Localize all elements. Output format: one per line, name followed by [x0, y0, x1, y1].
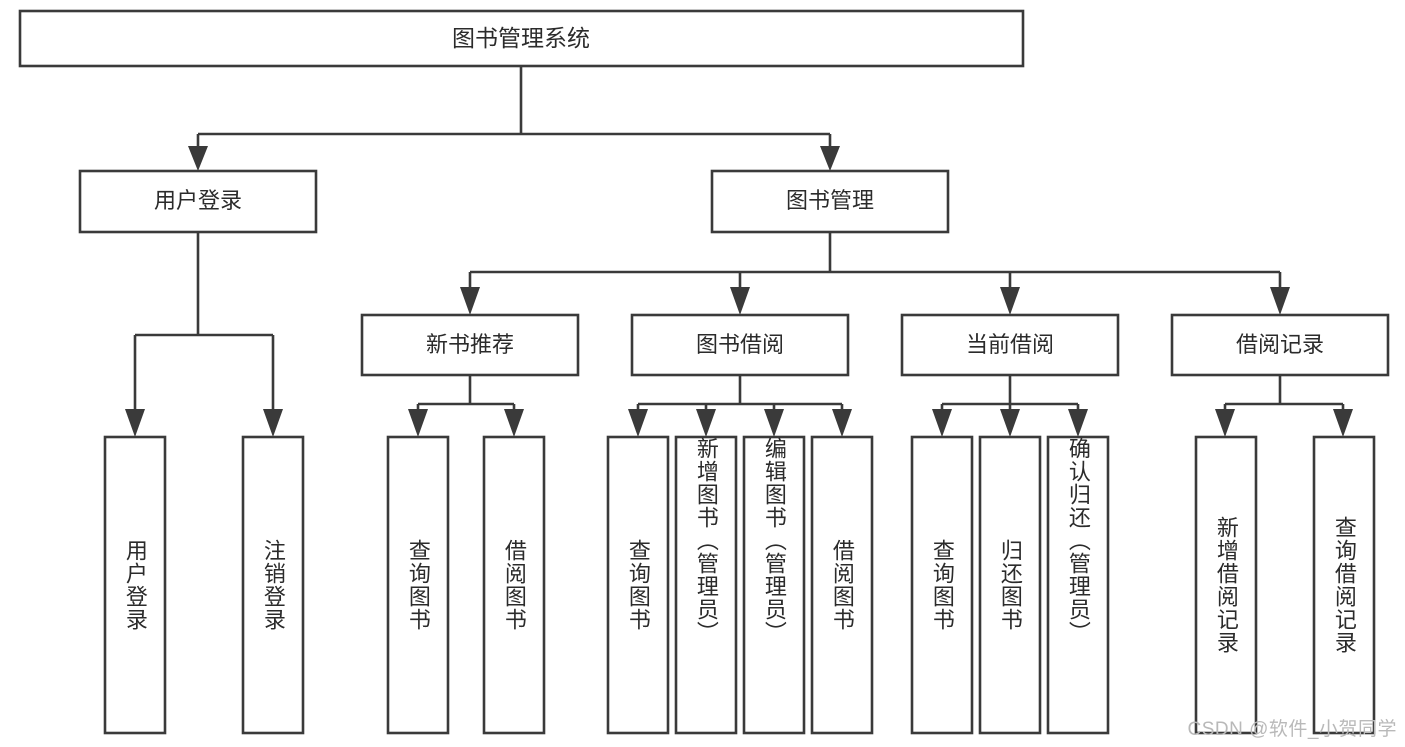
watermark-text: CSDN @软件_小贺同学	[1187, 719, 1397, 740]
arrow-head-leaf-query-book-3	[932, 409, 952, 437]
arrow-head-leaf-query-record	[1333, 409, 1353, 437]
node-borrow-record[interactable]	[1170, 313, 1390, 377]
arrow-head-book-borrow	[730, 287, 750, 315]
node-root[interactable]	[18, 9, 1025, 68]
node-leaf-logout[interactable]	[241, 435, 305, 735]
arrow-head-leaf-borrow-book-2	[832, 409, 852, 437]
node-leaf-confirm-return[interactable]	[1046, 435, 1110, 735]
node-root-label: 图书管理系统	[452, 25, 590, 51]
node-leaf-add-record[interactable]	[1194, 435, 1258, 735]
node-leaf-user-login[interactable]	[103, 435, 167, 735]
node-leaf-add-book[interactable]	[674, 435, 738, 735]
node-user-login[interactable]	[78, 169, 318, 234]
node-leaf-query-book-2[interactable]	[606, 435, 670, 735]
node-leaf-query-book-1[interactable]	[386, 435, 450, 735]
arrow-head-leaf-confirm-return	[1068, 409, 1088, 437]
connector-layer	[125, 66, 1353, 437]
node-leaf-borrow-book-2[interactable]	[810, 435, 874, 735]
node-book-borrow[interactable]	[630, 313, 850, 377]
node-book-borrow-label: 图书借阅	[696, 332, 784, 357]
arrow-head-leaf-add-record	[1215, 409, 1235, 437]
arrow-head-leaf-logout	[263, 409, 283, 437]
arrow-head-new-book-recommend	[460, 287, 480, 315]
node-leaf-query-book-3[interactable]	[910, 435, 974, 735]
node-user-login-label: 用户登录	[154, 188, 242, 213]
node-current-borrow-label: 当前借阅	[966, 332, 1054, 357]
node-leaf-borrow-book-1[interactable]	[482, 435, 546, 735]
arrow-head-leaf-user-login	[125, 409, 145, 437]
arrow-head-current-borrow	[1000, 287, 1020, 315]
arrow-head-leaf-add-book	[696, 409, 716, 437]
node-new-book-recommend[interactable]	[360, 313, 580, 377]
node-leaf-edit-book[interactable]	[742, 435, 806, 735]
arrow-head-leaf-return-book	[1000, 409, 1020, 437]
node-current-borrow[interactable]	[900, 313, 1120, 377]
arrow-head-leaf-edit-book	[764, 409, 784, 437]
arrow-head-user-login	[188, 146, 208, 171]
arrow-head-book-management	[820, 146, 840, 171]
node-borrow-record-label: 借阅记录	[1236, 332, 1324, 357]
node-book-management[interactable]	[710, 169, 950, 234]
node-new-book-recommend-label: 新书推荐	[426, 332, 514, 357]
arrow-head-leaf-borrow-book-1	[504, 409, 524, 437]
node-layer: 图书管理系统 用户登录 图书管理 新书推荐 图书借阅 当前借阅 借阅记录	[18, 9, 1390, 735]
node-leaf-query-record[interactable]	[1312, 435, 1376, 735]
arrow-head-leaf-query-book-2	[628, 409, 648, 437]
arrow-head-borrow-record	[1270, 287, 1290, 315]
node-book-management-label: 图书管理	[786, 188, 874, 213]
arrow-head-leaf-query-book-1	[408, 409, 428, 437]
node-leaf-return-book[interactable]	[978, 435, 1042, 735]
